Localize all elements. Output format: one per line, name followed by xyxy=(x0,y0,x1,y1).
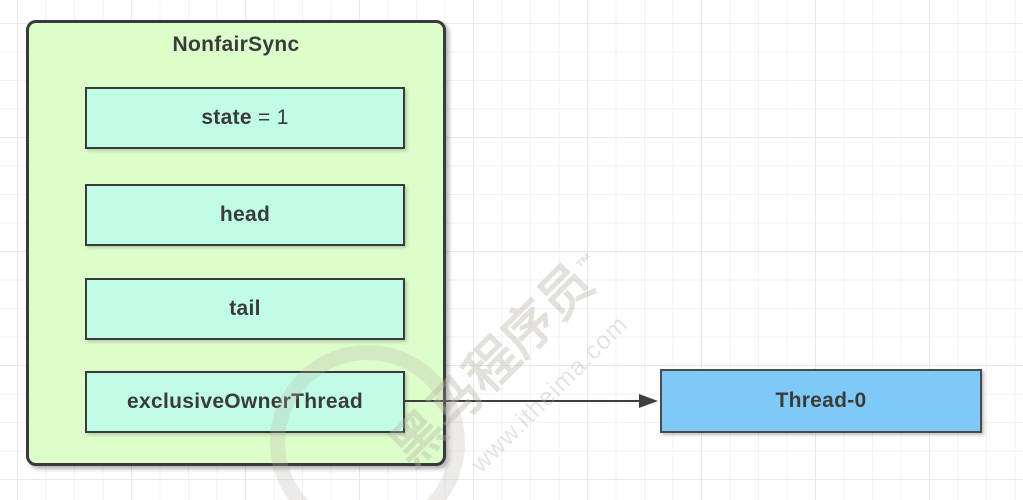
arrowhead-icon xyxy=(639,394,658,408)
field-state: state = 1 xyxy=(85,87,405,149)
field-exclusive-owner-thread: exclusiveOwnerThread xyxy=(85,371,405,433)
thread-node: Thread-0 xyxy=(660,369,982,433)
field-head-name: head xyxy=(219,203,271,226)
watermark-tm: ™ xyxy=(572,248,600,276)
nonfairsync-title: NonfairSync xyxy=(172,33,300,56)
nonfairsync-container: NonfairSync state = 1 head tail exclusiv… xyxy=(26,20,446,466)
field-state-value: = 1 xyxy=(251,106,289,129)
field-tail: tail xyxy=(85,278,405,340)
field-tail-name: tail xyxy=(229,297,261,320)
owner-thread-connector-line xyxy=(405,400,642,402)
field-head: head xyxy=(85,184,405,246)
field-state-name: state xyxy=(201,106,252,129)
field-exclusive-owner-thread-name: exclusiveOwnerThread xyxy=(127,390,363,413)
watermark-url-text: www.itheima.com xyxy=(465,310,634,479)
